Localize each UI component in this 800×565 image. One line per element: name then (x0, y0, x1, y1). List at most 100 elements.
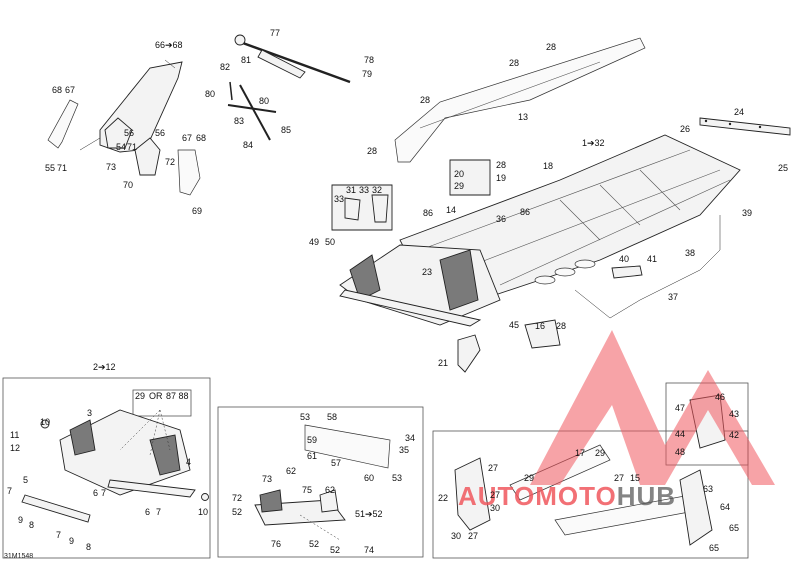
callout: 86 (520, 207, 530, 217)
callout: 49 (309, 237, 319, 247)
callout: 39 (742, 208, 752, 218)
callout: 10 (40, 417, 50, 427)
callout: 61 (307, 451, 317, 461)
callout: 71 (57, 163, 67, 173)
callout: 32 (372, 185, 382, 195)
callout: 62 (286, 466, 296, 476)
callout: 35 (399, 445, 409, 455)
callout: 12 (10, 443, 20, 453)
callout: 53 (392, 473, 402, 483)
callout: 53 (300, 412, 310, 422)
callout: 65 (729, 523, 739, 533)
callout: 8 (29, 520, 34, 530)
callout: 36 (496, 214, 506, 224)
callout: 52 (232, 507, 242, 517)
callout: 7 (56, 530, 61, 540)
callout: 10 (198, 507, 208, 517)
callout: 5 (23, 475, 28, 485)
callout: 52 (330, 545, 340, 555)
callout: 21 (438, 358, 448, 368)
callout: 4 (186, 457, 191, 467)
steering-rod (234, 34, 351, 84)
callout: 6 (145, 507, 150, 517)
callout: 79 (362, 69, 372, 79)
callout: 25 (778, 163, 788, 173)
callout: 60 (364, 473, 374, 483)
callout-labels: 66➔68 77 78 79 81 82 80 80 83 85 84 68 6… (7, 28, 788, 555)
callout: 29 (595, 448, 605, 458)
callout: 51➔52 (355, 509, 383, 519)
callout: 67 (182, 133, 192, 143)
callout: 82 (220, 62, 230, 72)
callout: 68 (52, 85, 62, 95)
callout: 67 (65, 85, 75, 95)
callout: 29 (524, 473, 534, 483)
callout: 57 (331, 458, 341, 468)
callout: 69 (192, 206, 202, 216)
callout: 62 (325, 485, 335, 495)
callout: 72 (232, 493, 242, 503)
callout: 20 (454, 169, 464, 179)
callout: 78 (364, 55, 374, 65)
callout: 29 (135, 391, 145, 401)
callout: 75 (302, 485, 312, 495)
callout: 48 (675, 447, 685, 457)
callout: 30 (490, 503, 500, 513)
callout: 73 (106, 162, 116, 172)
callout: 50 (325, 237, 335, 247)
callout: 58 (327, 412, 337, 422)
callout: 16 (535, 321, 545, 331)
watermark-text: AUTOMOTOHUB (458, 481, 676, 511)
tunnel-cover (394, 37, 646, 163)
callout: 22 (438, 493, 448, 503)
callout: 29 (454, 181, 464, 191)
callout: 54 (116, 142, 126, 152)
callout: 74 (364, 545, 374, 555)
callout: 9 (18, 515, 23, 525)
box-option-bolts (132, 389, 192, 417)
callout: 33 (334, 194, 344, 204)
watermark: AUTOMOTOHUB (458, 330, 775, 511)
callout: 26 (680, 124, 690, 134)
callout: 14 (446, 205, 456, 215)
callout: 15 (630, 473, 640, 483)
callout: 59 (307, 435, 317, 445)
callout: 80 (205, 89, 215, 99)
callout: 63 (703, 484, 713, 494)
callout: 52 (309, 539, 319, 549)
callout: 65 (709, 543, 719, 553)
callout: 28 (546, 42, 556, 52)
callout: 73 (262, 474, 272, 484)
callout: 64 (720, 502, 730, 512)
callout: 27 (614, 473, 624, 483)
callout: 72 (165, 157, 175, 167)
callout: 6 (93, 488, 98, 498)
callout: 41 (647, 254, 657, 264)
callout: 28 (556, 321, 566, 331)
callout: 70 (123, 180, 133, 190)
callout: 1➔32 (582, 138, 605, 148)
callout: 11 (10, 430, 19, 440)
callout: 7 (101, 488, 106, 498)
callout: 56 (155, 128, 165, 138)
skid-plate-detail (254, 424, 391, 541)
callout: 81 (241, 55, 251, 65)
callout: 9 (69, 536, 74, 546)
watermark-logo-icon (530, 330, 775, 485)
misc-brackets (331, 159, 643, 373)
callout: 80 (259, 96, 269, 106)
callout: 42 (729, 430, 739, 440)
callout: 84 (243, 140, 253, 150)
callout: 77 (270, 28, 280, 38)
link-rods (227, 81, 277, 141)
callout: 23 (422, 267, 432, 277)
callout: 28 (420, 95, 430, 105)
callout: 45 (509, 320, 519, 330)
callout: 18 (543, 161, 553, 171)
callout: 40 (619, 254, 629, 264)
callout: 38 (685, 248, 695, 258)
callout: 13 (518, 112, 528, 122)
callout: 85 (281, 125, 291, 135)
box-front-suspension (2, 377, 211, 559)
callout: 34 (405, 433, 415, 443)
